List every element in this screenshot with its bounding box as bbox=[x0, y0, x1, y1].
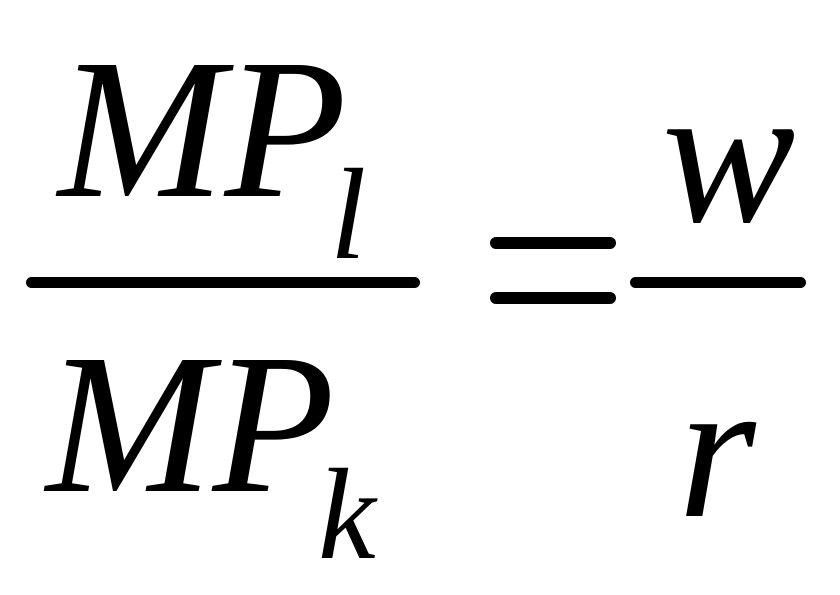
left-numerator-subscript: l bbox=[330, 143, 367, 287]
left-denominator-base: MP bbox=[46, 314, 335, 535]
left-fraction-bar bbox=[26, 277, 420, 288]
left-numerator-base: MP bbox=[58, 19, 347, 240]
right-numerator: w bbox=[662, 44, 796, 265]
right-denominator: r bbox=[678, 339, 756, 560]
equals-bar-top bbox=[490, 237, 616, 249]
left-denominator-subscript: k bbox=[318, 443, 376, 587]
right-fraction-bar bbox=[630, 277, 806, 288]
equals-bar-bottom bbox=[490, 292, 616, 304]
